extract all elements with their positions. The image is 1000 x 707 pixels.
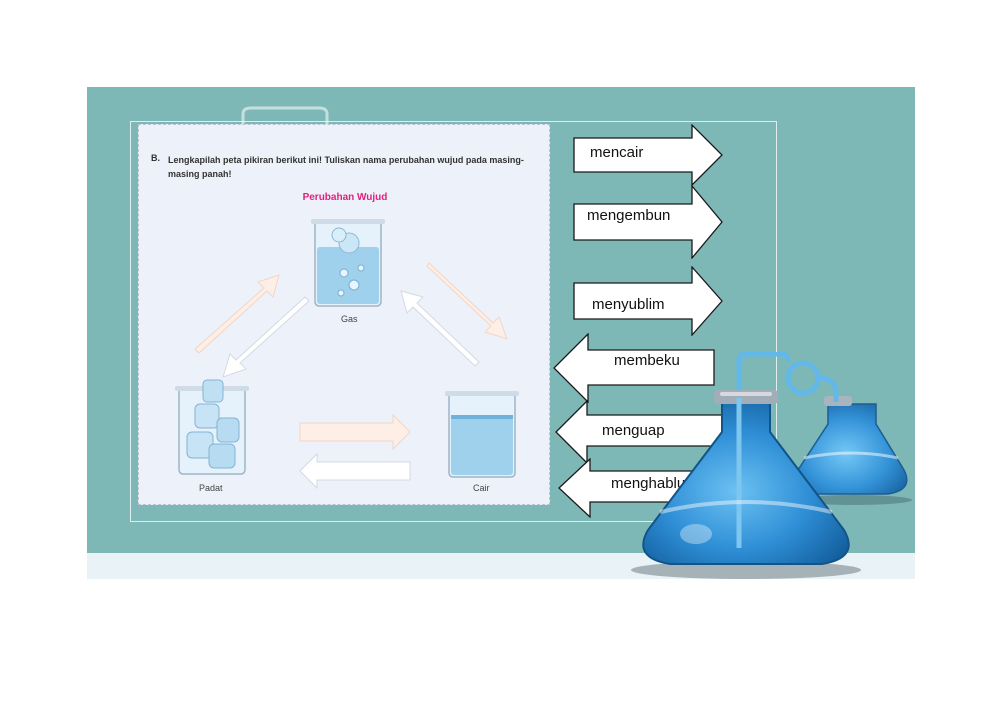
arrow-liquid-to-gas bbox=[400, 290, 480, 367]
liquid-beaker bbox=[445, 391, 519, 478]
answer-label: menyublim bbox=[592, 296, 665, 313]
arrow-gas-to-liquid bbox=[426, 262, 508, 340]
gas-beaker bbox=[311, 219, 385, 307]
answer-arrow-mencair[interactable]: mencair bbox=[573, 124, 725, 186]
arrow-liquid-to-solid bbox=[299, 452, 411, 490]
answer-arrow-menguap[interactable]: menguap bbox=[555, 400, 725, 464]
answer-arrow-membeku[interactable]: membeku bbox=[553, 333, 716, 403]
arrow-solid-to-liquid bbox=[299, 413, 411, 451]
question-number: B. bbox=[151, 153, 160, 163]
slide-frame bbox=[130, 121, 777, 522]
worksheet-panel: B. Lengkapilah peta pikiran berikut ini!… bbox=[138, 124, 550, 505]
answer-arrow-menyublim[interactable]: menyublim bbox=[573, 266, 725, 336]
question-text: Lengkapilah peta pikiran berikut ini! Tu… bbox=[168, 155, 524, 179]
faint-beaker-decoration bbox=[241, 106, 329, 126]
lab-flasks-illustration bbox=[631, 352, 912, 579]
arrow-gas-to-solid bbox=[222, 296, 310, 378]
liquid-label: Cair bbox=[473, 483, 490, 493]
cycle-arrows bbox=[194, 262, 508, 490]
answer-label: mencair bbox=[590, 144, 644, 161]
diagram-title: Perubahan Wujud bbox=[302, 192, 388, 203]
gas-label: Gas bbox=[341, 314, 358, 324]
solid-label: Padat bbox=[199, 483, 223, 493]
answer-label: membeku bbox=[614, 352, 680, 369]
answer-label: menguap bbox=[602, 422, 665, 439]
arrow-solid-to-gas bbox=[194, 274, 280, 354]
answer-arrow-mengembun[interactable]: mengembun bbox=[573, 185, 725, 259]
answer-label: menghablur bbox=[611, 475, 691, 492]
answer-label: mengembun bbox=[587, 207, 671, 224]
solid-beaker bbox=[175, 379, 249, 475]
